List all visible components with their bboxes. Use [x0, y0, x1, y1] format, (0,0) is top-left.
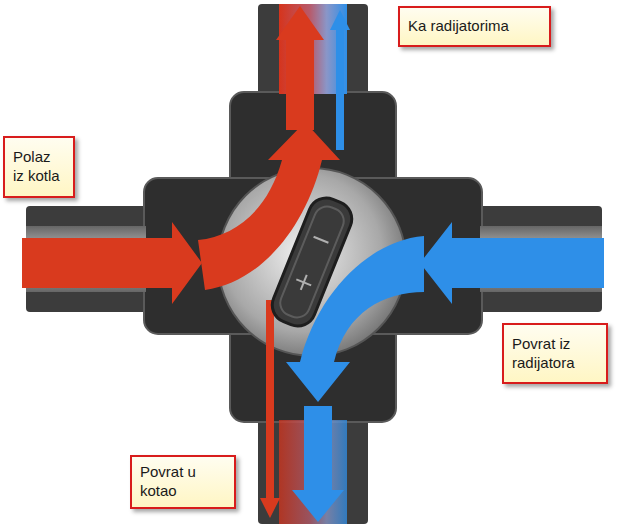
- cold-mix-arrow: [330, 10, 350, 150]
- label-box: Polaz iz kotla: [3, 136, 75, 198]
- label-box: Ka radijatorima: [398, 6, 551, 47]
- valve-flap-rim: [276, 203, 347, 322]
- label-box: Povrat iz radijatora: [502, 323, 608, 384]
- hot-bypass-arrow: [260, 300, 280, 518]
- hot-supply-arrow: [22, 222, 202, 304]
- cold-return-arrow: [420, 222, 604, 304]
- label-text: Polaz iz kotla: [13, 148, 65, 186]
- cold-out-arrow: [292, 406, 344, 522]
- hot-out-arrow: [276, 6, 324, 130]
- label-text: Povrat iz radijatora: [512, 335, 598, 373]
- valve-flap-body: [267, 193, 357, 332]
- valve-flap: [267, 193, 357, 332]
- label-box: Povrat u kotao: [130, 455, 236, 509]
- minus-symbol: [314, 237, 329, 243]
- label-text: Povrat u kotao: [140, 463, 226, 501]
- label-text: Ka radijatorima: [408, 17, 509, 36]
- plus-symbol: [301, 275, 307, 290]
